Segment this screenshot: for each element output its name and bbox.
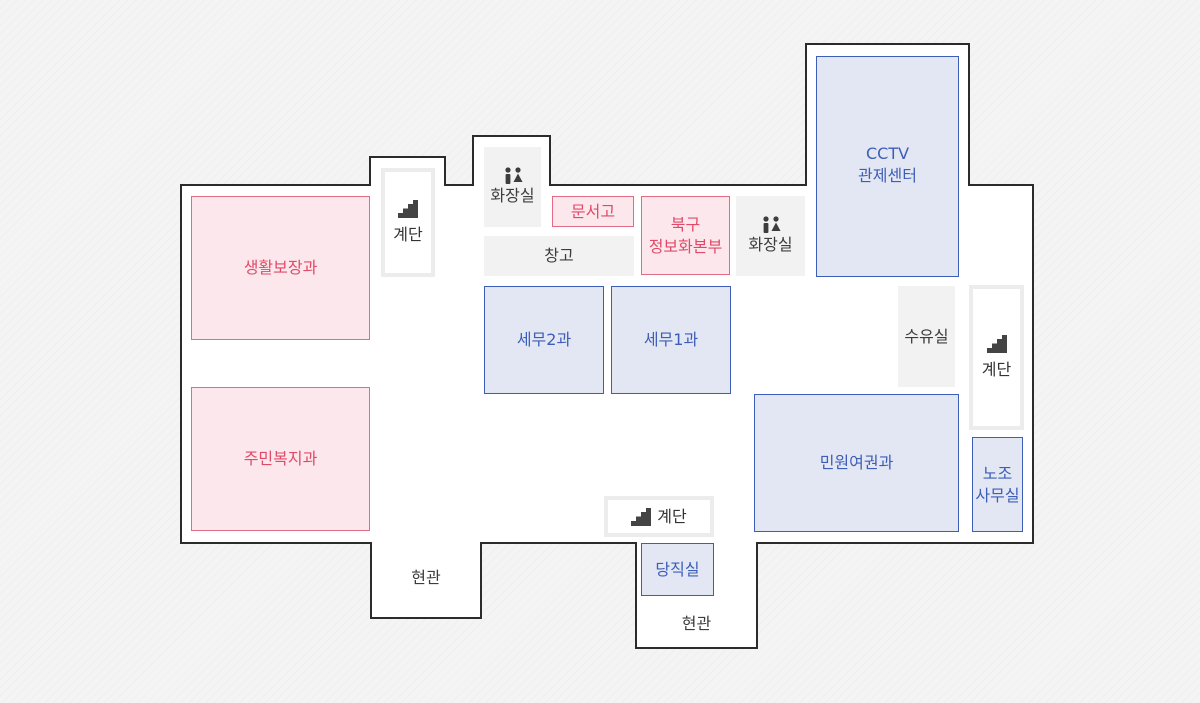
- room-civil-passport-label: 민원여권과: [819, 453, 894, 473]
- room-restroom-right[interactable]: 화장실: [736, 196, 805, 276]
- stairs-right-label: 계단: [981, 359, 1012, 379]
- room-union-label-line1: 노조: [982, 463, 1013, 483]
- room-info-hq-label-line1: 북구: [670, 214, 701, 234]
- room-storage[interactable]: 창고: [484, 236, 634, 276]
- room-living-security[interactable]: 생활보장과: [191, 196, 370, 340]
- stairs-bottom[interactable]: 계단: [604, 496, 714, 537]
- room-welfare-label: 주민복지과: [243, 449, 318, 469]
- stairs-left-label: 계단: [393, 224, 423, 244]
- room-info-hq-label-line2: 정보화본부: [648, 236, 723, 256]
- room-tax2-label: 세무2과: [516, 330, 572, 350]
- room-union-office[interactable]: 노조 사무실: [972, 437, 1023, 532]
- stairs-right[interactable]: 계단: [969, 285, 1024, 430]
- room-welfare[interactable]: 주민복지과: [191, 387, 370, 531]
- stairs-left[interactable]: 계단: [381, 168, 435, 277]
- room-nursing[interactable]: 수유실: [898, 286, 955, 387]
- room-cctv-label-line2: 관제센터: [858, 165, 917, 185]
- restroom-icon: [761, 216, 781, 234]
- room-tax1-label: 세무1과: [643, 330, 699, 350]
- room-living-security-label: 생활보장과: [243, 258, 318, 278]
- room-duty-label: 당직실: [655, 559, 700, 579]
- room-nursing-label: 수유실: [904, 326, 949, 346]
- restroom-icon: [503, 167, 523, 185]
- room-archive-label: 문서고: [570, 201, 616, 221]
- stairs-icon: [398, 199, 418, 218]
- room-cctv-center[interactable]: CCTV 관제센터: [816, 56, 959, 277]
- room-restroom-left-label: 화장실: [490, 186, 535, 206]
- room-info-hq[interactable]: 북구 정보화본부: [641, 196, 730, 275]
- entrance-left[interactable]: 현관: [371, 560, 481, 596]
- room-duty[interactable]: 당직실: [641, 543, 714, 596]
- room-tax1[interactable]: 세무1과: [611, 286, 731, 394]
- room-tax2[interactable]: 세무2과: [484, 286, 604, 394]
- room-storage-label: 창고: [544, 246, 574, 266]
- room-archive[interactable]: 문서고: [552, 196, 634, 227]
- stairs-icon: [986, 334, 1007, 353]
- room-restroom-left[interactable]: 화장실: [484, 147, 541, 227]
- room-cctv-label-line1: CCTV: [865, 144, 910, 163]
- entrance-bottom[interactable]: 현관: [636, 606, 757, 642]
- entrance-bottom-label: 현관: [681, 614, 712, 634]
- room-civil-passport[interactable]: 민원여권과: [754, 394, 959, 532]
- room-restroom-right-label: 화장실: [748, 235, 793, 255]
- room-union-label-line2: 사무실: [975, 485, 1020, 505]
- stairs-bottom-label: 계단: [657, 506, 687, 526]
- stairs-icon: [631, 507, 652, 526]
- entrance-left-label: 현관: [411, 568, 441, 588]
